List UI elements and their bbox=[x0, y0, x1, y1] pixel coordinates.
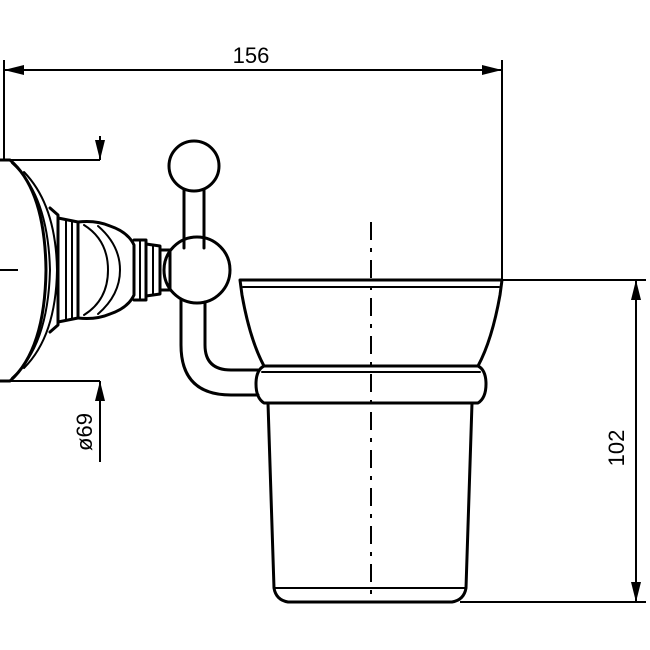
arrowhead-bottom bbox=[631, 582, 641, 602]
dimension-width: 156 bbox=[3, 43, 503, 280]
dimension-height: 102 bbox=[460, 279, 646, 603]
arrowhead-top bbox=[631, 280, 641, 300]
collar-tip bbox=[158, 248, 172, 292]
collar-base bbox=[56, 216, 80, 324]
collar-facet-1 bbox=[83, 224, 109, 316]
dimension-diameter: ø69 bbox=[8, 136, 105, 462]
diameter-label: ø69 bbox=[72, 413, 97, 451]
width-label: 156 bbox=[233, 43, 270, 68]
arm-outer bbox=[179, 298, 260, 397]
flange-inner-curve-2 bbox=[23, 171, 58, 369]
height-label: 102 bbox=[604, 430, 629, 467]
flange-rim bbox=[48, 206, 60, 334]
arm-inner bbox=[203, 300, 260, 372]
support-arm bbox=[179, 298, 260, 397]
tumbler-body bbox=[266, 401, 474, 604]
arrowhead-right bbox=[482, 65, 502, 75]
collar-facet-2 bbox=[97, 225, 121, 315]
collar-body bbox=[76, 220, 136, 320]
finial bbox=[162, 139, 232, 305]
tumbler-lip bbox=[254, 364, 488, 405]
arrowhead-flange-bottom bbox=[95, 381, 105, 401]
wall-flange bbox=[0, 158, 60, 383]
flange-inner-curve-1 bbox=[11, 162, 51, 379]
arrowhead-flange-top bbox=[95, 140, 105, 160]
arrowhead-left bbox=[4, 65, 24, 75]
tumbler bbox=[254, 364, 488, 604]
arm-collar bbox=[56, 216, 172, 324]
finial-ball bbox=[167, 139, 221, 193]
knuckle-ball bbox=[162, 235, 232, 305]
